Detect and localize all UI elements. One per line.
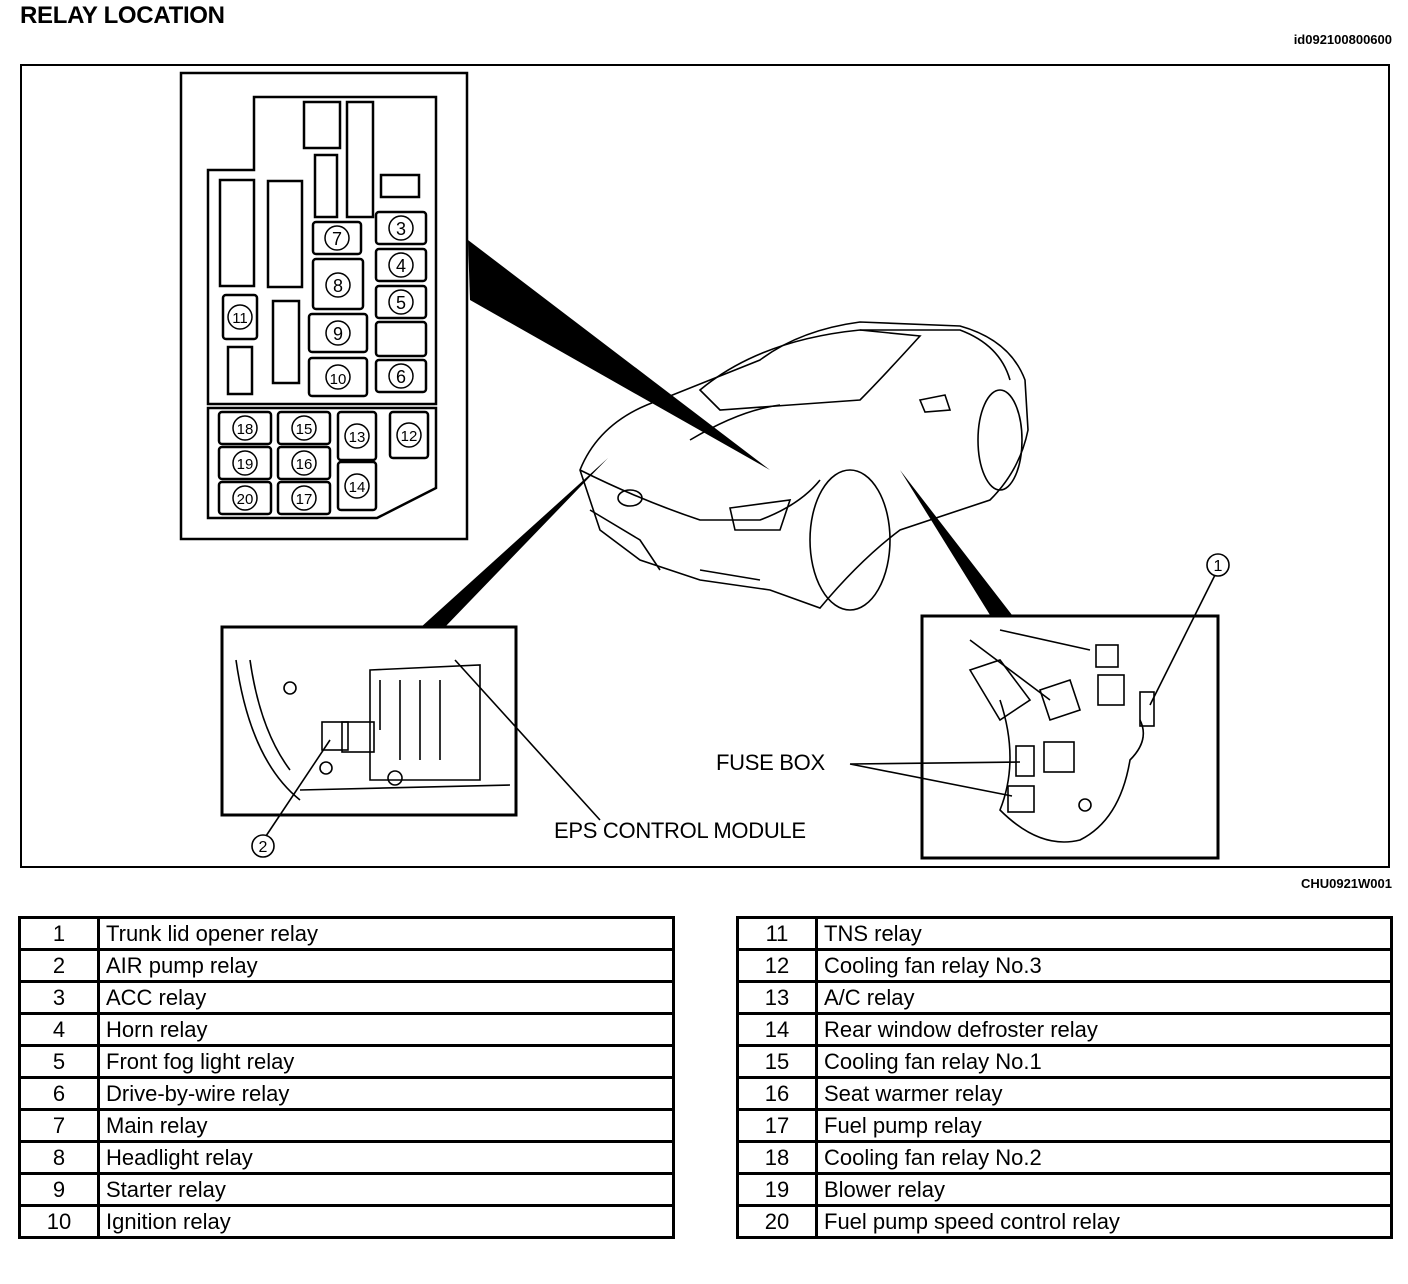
relay-box-num-19: 19 <box>237 456 254 473</box>
relay-number: 5 <box>18 1044 100 1079</box>
relay-box-num-17: 17 <box>296 491 313 508</box>
leader-wedge-fusebox <box>468 240 770 470</box>
relay-name: Ignition relay <box>97 1204 675 1239</box>
relay-name: Front fog light relay <box>97 1044 675 1079</box>
relay-box-labels: 7 8 9 10 3 4 5 6 11 18 19 20 15 16 17 13… <box>227 215 422 511</box>
relay-number: 8 <box>18 1140 100 1175</box>
relay-name: Fuel pump relay <box>815 1108 1393 1143</box>
relay-name: Main relay <box>97 1108 675 1143</box>
relay-box-num-8: 8 <box>333 276 343 296</box>
relay-name: Cooling fan relay No.2 <box>815 1140 1393 1175</box>
relay-name: Headlight relay <box>97 1140 675 1175</box>
car-illustration <box>579 321 1029 611</box>
relay-number: 16 <box>736 1076 818 1111</box>
relay-box-num-13: 13 <box>349 429 366 446</box>
fuse-box-callout: FUSE BOX <box>716 750 825 775</box>
relay-name: Cooling fan relay No.3 <box>815 948 1393 983</box>
relay-box-num-15: 15 <box>296 421 313 438</box>
relay-number: 7 <box>18 1108 100 1143</box>
relay-box-num-20: 20 <box>237 491 254 508</box>
relay-number: 11 <box>736 916 818 951</box>
relay-name: AIR pump relay <box>97 948 675 983</box>
relay-name: Starter relay <box>97 1172 675 1207</box>
relay-number: 4 <box>18 1012 100 1047</box>
relay-name: TNS relay <box>815 916 1393 951</box>
fusebox-inset <box>849 553 1230 860</box>
relay-name: Trunk lid opener relay <box>97 916 675 951</box>
document-id: id092100800600 <box>1293 32 1392 47</box>
relay-name: Cooling fan relay No.1 <box>815 1044 1393 1079</box>
figure-id: CHU0921W001 <box>1300 876 1392 891</box>
relay-number: 17 <box>736 1108 818 1143</box>
relay-number: 6 <box>18 1076 100 1111</box>
relay-location-figure <box>20 64 1390 868</box>
relay-name: Seat warmer relay <box>815 1076 1393 1111</box>
circled-ref-2: 2 <box>259 839 268 856</box>
relay-box-inset <box>179 71 469 541</box>
relay-name: Blower relay <box>815 1172 1393 1207</box>
page-title: RELAY LOCATION <box>20 2 225 29</box>
leader-wedge-eps <box>420 458 608 628</box>
relay-number: 18 <box>736 1140 818 1175</box>
relay-box-num-11: 11 <box>232 310 248 327</box>
relay-name: Horn relay <box>97 1012 675 1047</box>
relay-number: 15 <box>736 1044 818 1079</box>
eps-inset <box>220 625 601 858</box>
relay-box-num-6: 6 <box>396 367 406 387</box>
eps-control-module-callout: EPS CONTROL MODULE <box>554 818 806 843</box>
relay-box-num-4: 4 <box>396 256 406 276</box>
relay-number: 10 <box>18 1204 100 1239</box>
relay-box-num-14: 14 <box>349 479 366 496</box>
relay-number: 14 <box>736 1012 818 1047</box>
relay-box-num-18: 18 <box>237 421 254 438</box>
relay-number: 3 <box>18 980 100 1015</box>
relay-number: 1 <box>18 916 100 951</box>
relay-box-num-3: 3 <box>396 219 406 239</box>
circled-ref-1: 1 <box>1214 558 1223 575</box>
diagram-artwork: 7 8 9 10 3 4 5 6 11 18 19 20 15 16 17 13… <box>179 71 1230 860</box>
relay-name: Fuel pump speed control relay <box>815 1204 1393 1239</box>
relay-box-num-16: 16 <box>296 456 313 473</box>
leader-wedge-trunk <box>900 470 1012 615</box>
relay-number: 13 <box>736 980 818 1015</box>
relay-number: 20 <box>736 1204 818 1239</box>
relay-number: 19 <box>736 1172 818 1207</box>
relay-box-num-9: 9 <box>333 324 343 344</box>
relay-number: 9 <box>18 1172 100 1207</box>
relay-name: Drive-by-wire relay <box>97 1076 675 1111</box>
relay-box-num-10: 10 <box>330 371 347 388</box>
relay-name: ACC relay <box>97 980 675 1015</box>
relay-number: 2 <box>18 948 100 983</box>
relay-number: 12 <box>736 948 818 983</box>
relay-box-num-12: 12 <box>401 428 418 445</box>
relay-box-num-5: 5 <box>396 293 406 313</box>
relay-name: Rear window defroster relay <box>815 1012 1393 1047</box>
relay-box-num-7: 7 <box>332 229 342 249</box>
relay-name: A/C relay <box>815 980 1393 1015</box>
